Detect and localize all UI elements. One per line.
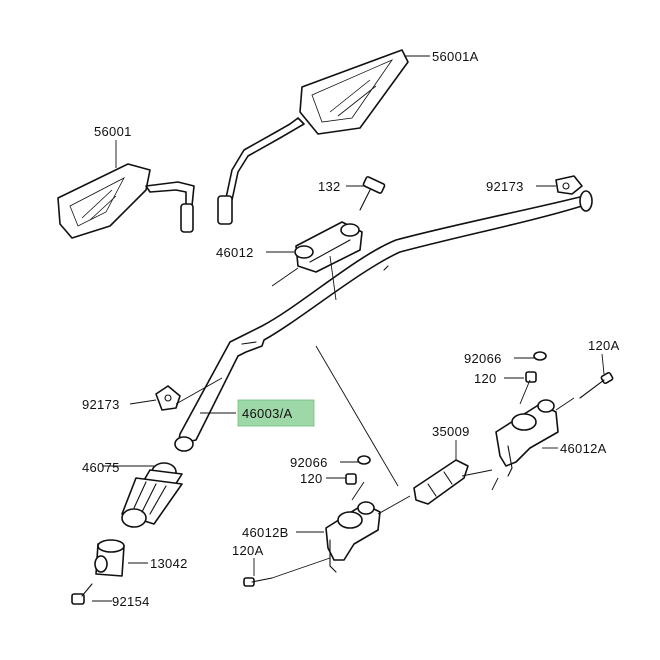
label-46012: 46012 xyxy=(216,245,254,260)
right-holder-46012A[interactable] xyxy=(495,399,559,477)
left-holder-46012B[interactable] xyxy=(325,501,381,573)
label-92066-right: 92066 xyxy=(464,351,502,366)
label-56001: 56001 xyxy=(94,124,132,139)
label-120-mid: 120 xyxy=(300,471,323,486)
left-mirror[interactable] xyxy=(57,163,195,239)
label-46075: 46075 xyxy=(82,460,120,475)
label-120-right: 120 xyxy=(474,371,497,386)
label-92154: 92154 xyxy=(112,594,150,609)
bolt-120A-bottom[interactable] xyxy=(243,577,273,587)
label-120A-right: 120A xyxy=(588,338,620,353)
weight-part-35009[interactable] xyxy=(413,459,469,505)
label-46003A: 46003/A xyxy=(242,406,293,421)
handlebar-46003A[interactable] xyxy=(174,190,593,452)
upper-holder-46012[interactable] xyxy=(294,221,363,273)
right-mirror[interactable] xyxy=(217,49,409,225)
bolt-120A-right[interactable] xyxy=(579,371,614,399)
grip-46075[interactable] xyxy=(121,462,183,528)
label-92173-left: 92173 xyxy=(82,397,120,412)
bolt-120-right[interactable] xyxy=(525,371,537,383)
highlight-46003A xyxy=(237,399,315,427)
bar-end-weight-13042[interactable] xyxy=(94,539,125,577)
label-46012B: 46012B xyxy=(242,525,289,540)
label-35009: 35009 xyxy=(432,424,470,439)
screw-92154[interactable] xyxy=(71,583,93,605)
assembly-lines xyxy=(175,255,575,579)
label-leaders xyxy=(92,55,605,602)
cap-92173-right[interactable] xyxy=(555,175,583,195)
washer-92066-right[interactable] xyxy=(533,351,547,361)
washer-92066-mid[interactable] xyxy=(357,455,371,465)
label-46012A: 46012A xyxy=(560,441,607,456)
label-92066-mid: 92066 xyxy=(290,455,328,470)
cap-92173-left[interactable] xyxy=(155,385,181,411)
label-132: 132 xyxy=(318,179,341,194)
label-92173-top: 92173 xyxy=(486,179,524,194)
bolt-132[interactable] xyxy=(359,176,386,211)
bolt-120-mid[interactable] xyxy=(345,473,357,485)
label-56001A: 56001A xyxy=(432,49,479,64)
label-13042: 13042 xyxy=(150,556,188,571)
label-120A-bottom: 120A xyxy=(232,543,264,558)
